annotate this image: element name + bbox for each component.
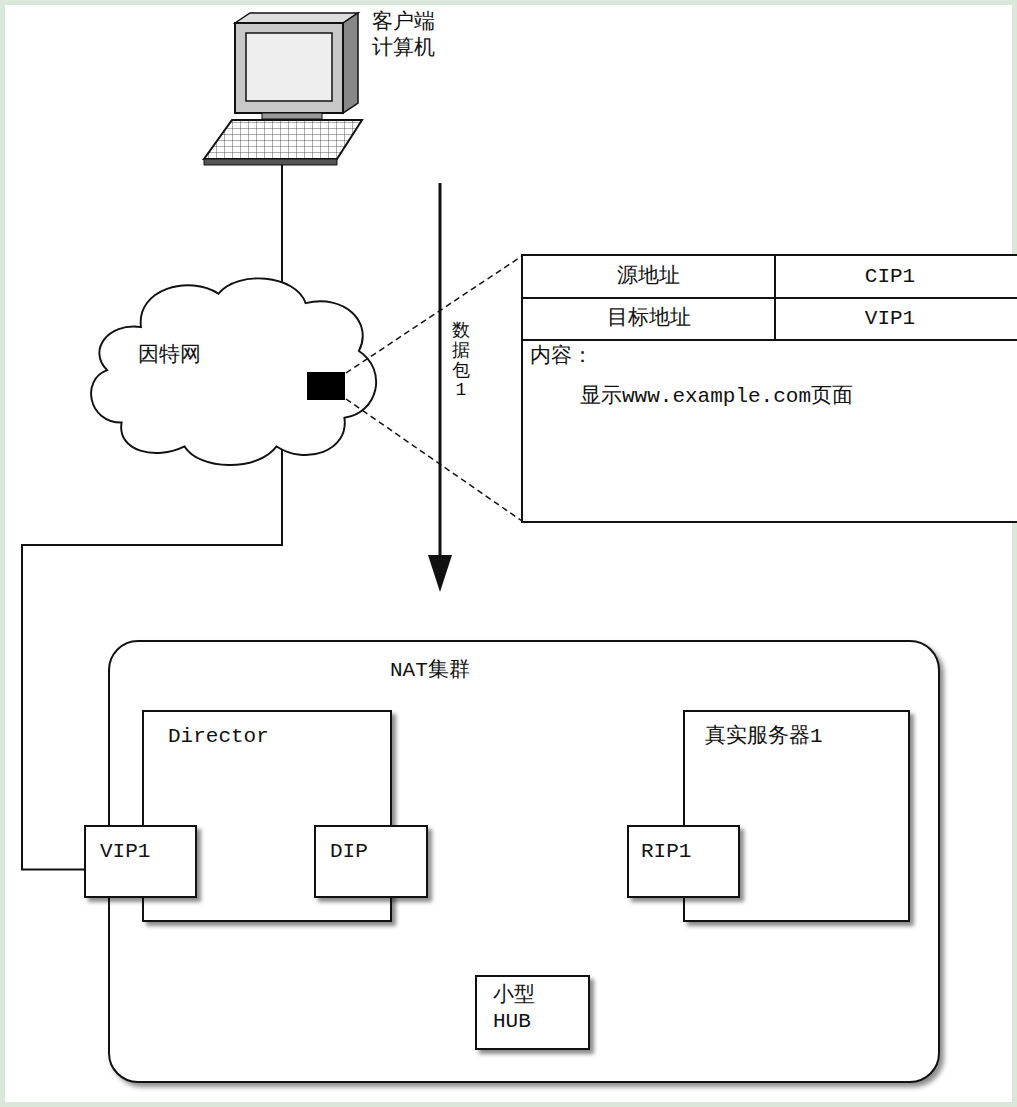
table-cell: CIP1 [775, 255, 1005, 298]
node-title: DIP [330, 839, 368, 865]
packet-table [522, 255, 1017, 522]
node-title: VIP1 [100, 839, 150, 865]
table-cell: 显示www.example.com页面 [580, 384, 853, 409]
node-title: RIP1 [641, 839, 691, 865]
interface-box: VIP1 [84, 825, 197, 898]
table-rule [522, 339, 1017, 341]
packet-marker [307, 372, 345, 400]
node-title: 真实服务器1 [705, 724, 823, 750]
packet-label: 数据包1 [452, 322, 470, 401]
table-cell: 目标地址 [522, 298, 775, 340]
table-rule [774, 255, 776, 340]
server-box: 真实服务器1RIP1 [683, 710, 910, 922]
node-title: Director [168, 724, 269, 750]
interface-box: DIP [314, 825, 428, 898]
cloud-outline [78, 265, 388, 477]
cluster-box: NAT集群DirectorVIP1DIP真实服务器1RIP1小型 HUB [108, 640, 940, 1083]
node-title: 小型 HUB [493, 983, 555, 1036]
flow-arrowhead [428, 555, 452, 592]
table-cell: VIP1 [775, 298, 1005, 340]
interface-box: RIP1 [627, 825, 740, 898]
computer-node: 客户端 计算机 [200, 8, 480, 168]
flow-arrow [439, 183, 442, 560]
director-box: DirectorVIP1DIP [142, 710, 392, 922]
table-cell: 源地址 [522, 255, 775, 298]
leader-line [346, 256, 522, 373]
table-cell: 内容： [530, 344, 593, 369]
leader-line [346, 399, 522, 521]
node-title: 因特网 [138, 343, 201, 369]
computer-icon [200, 8, 375, 168]
internet-cloud: 因特网 [78, 265, 388, 477]
hub-box: 小型 HUB [475, 975, 590, 1050]
node-title: 客户端 计算机 [372, 10, 446, 63]
table-rule [522, 297, 1017, 299]
node-title: NAT集群 [390, 658, 470, 684]
